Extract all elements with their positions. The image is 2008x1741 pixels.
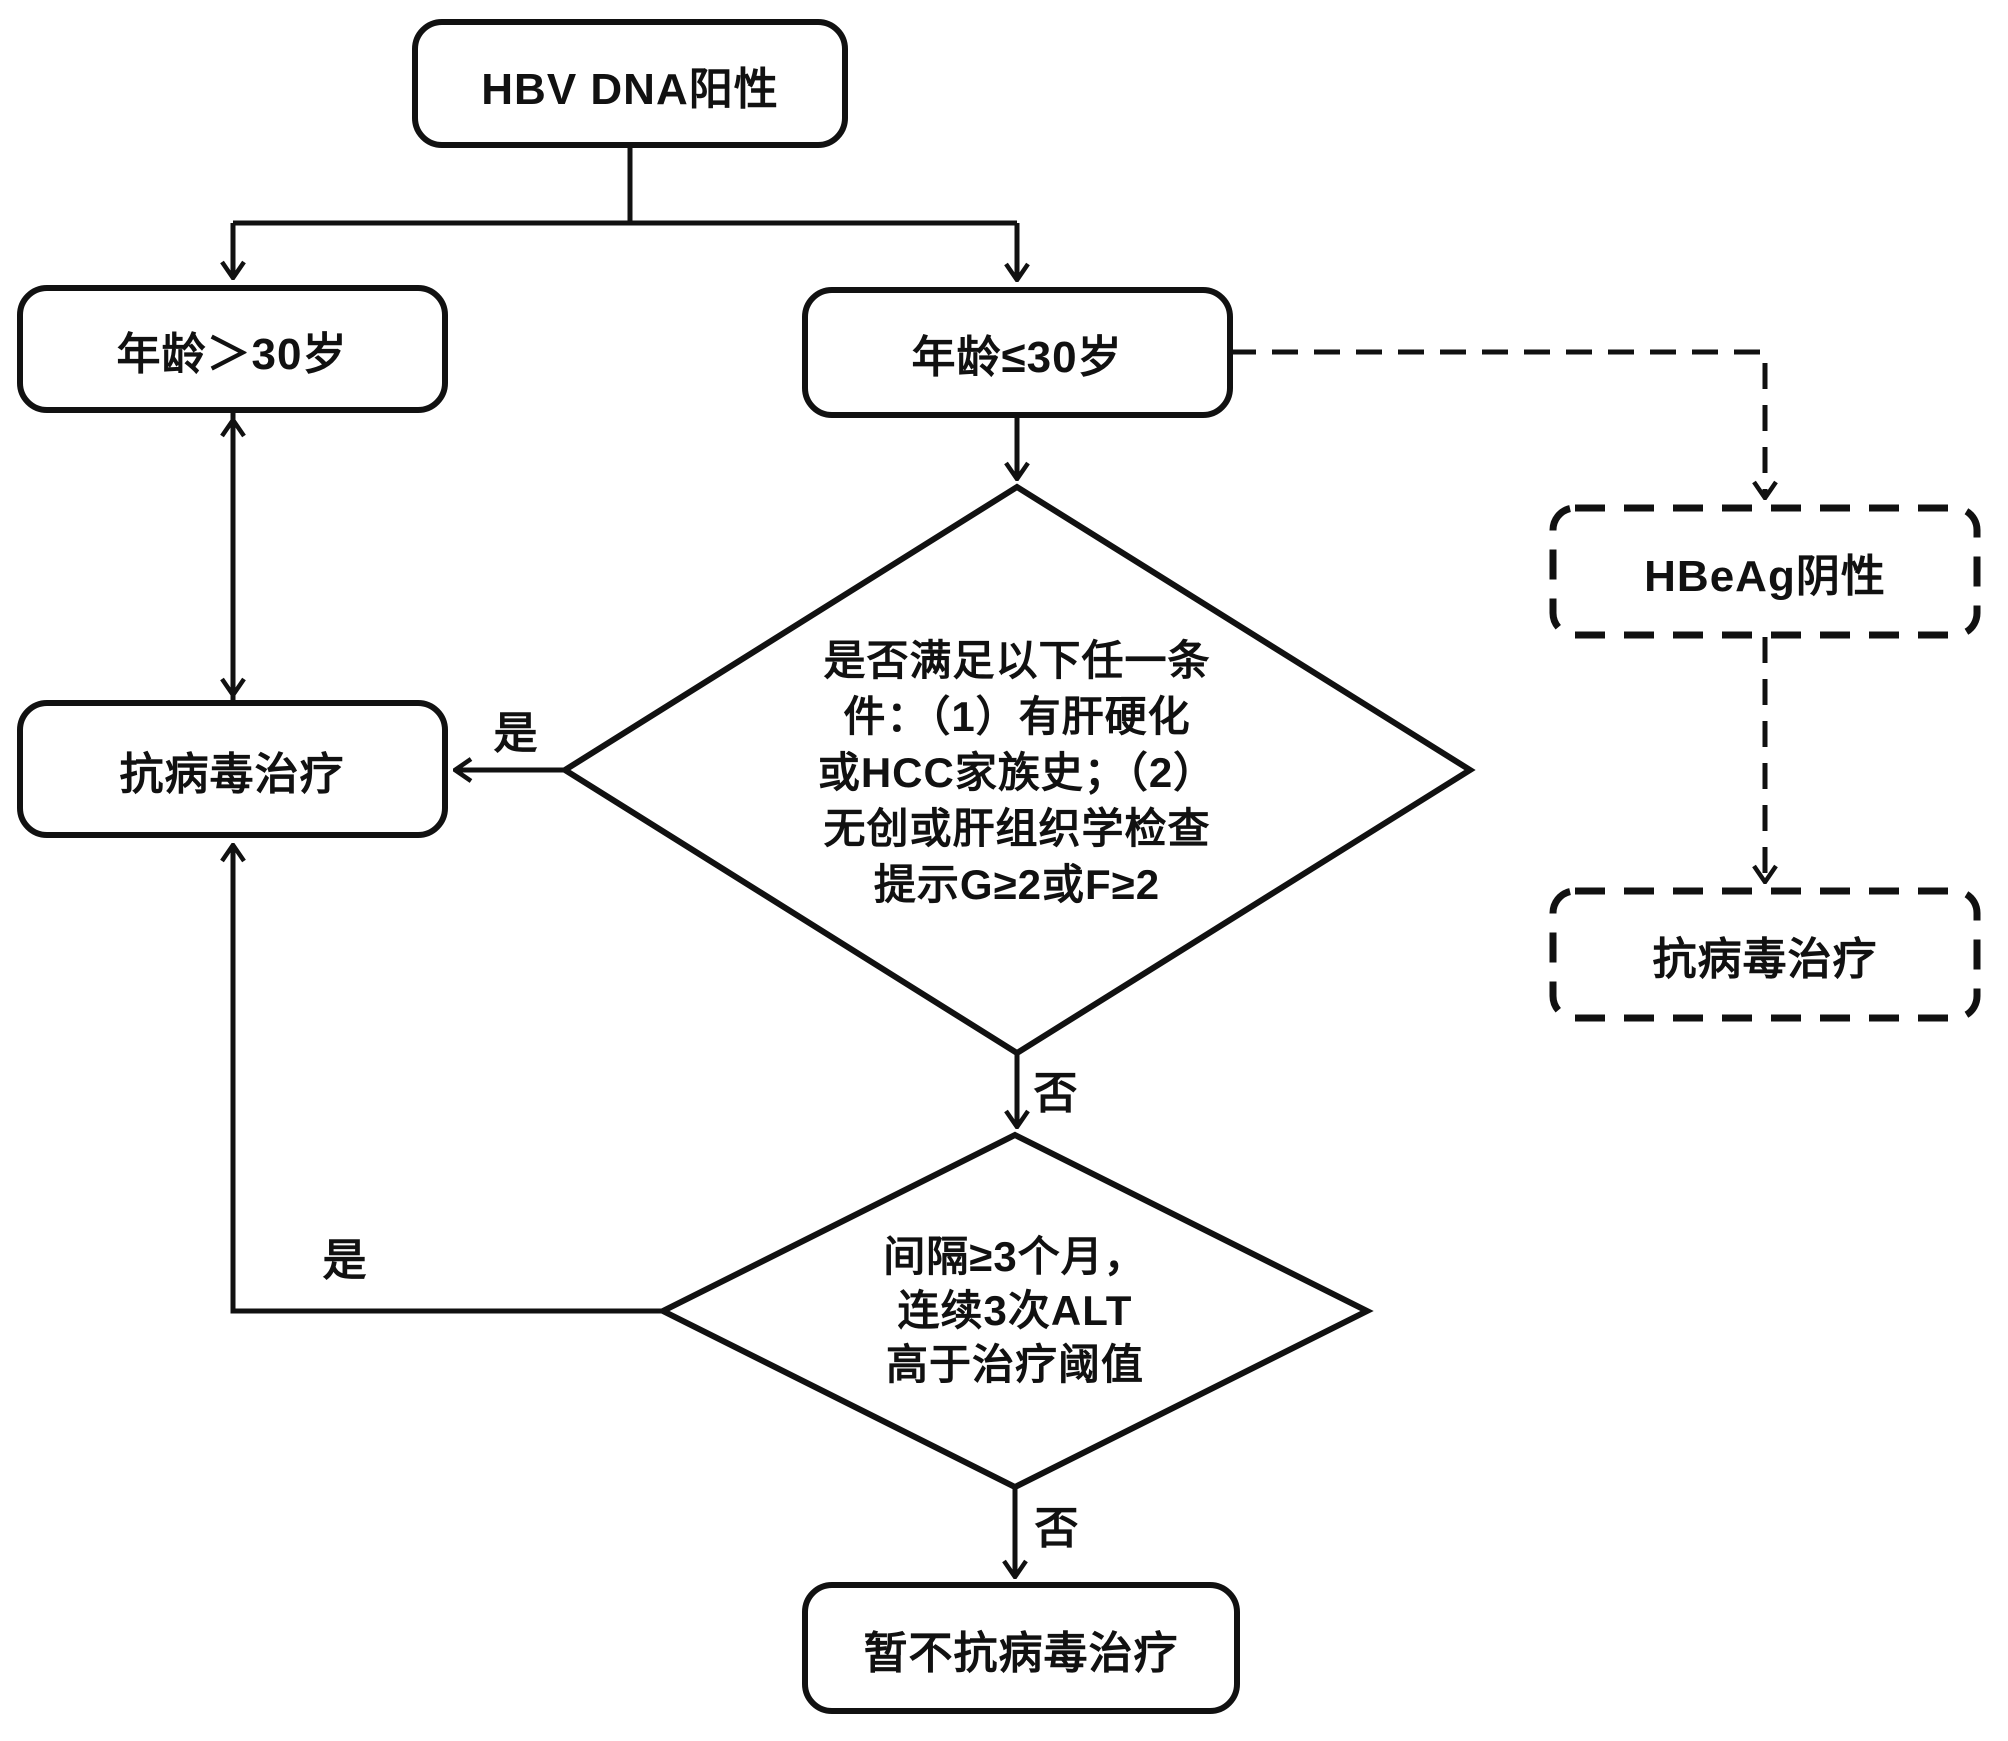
node-age-under-30: 年龄≤30岁 xyxy=(911,333,1123,382)
node-decision-condition: 是否满足以下任一条 件：（1）有肝硬化 或HCC家族史；（2） 无创或肝组织学检… xyxy=(817,637,1217,908)
shape-age-under-30 xyxy=(802,287,1233,418)
node-antiviral-treatment-dashed: 抗病毒治疗 xyxy=(1652,935,1878,984)
dashed-arrow-to-hbeag xyxy=(1230,349,1765,498)
split-line xyxy=(233,145,1017,226)
node-antiviral-treatment: 抗病毒治疗 xyxy=(119,750,345,799)
node-decision-alt: 间隔≥3个月， 连续3次ALT 高于治疗阈值 xyxy=(883,1233,1147,1388)
node-age-over-30: 年龄＞30岁 xyxy=(116,330,348,379)
node-no-antiviral-yet: 暂不抗病毒治疗 xyxy=(863,1629,1179,1678)
shape-hbeag-negative xyxy=(1549,504,1981,639)
edge-label-decision1-yes: 是 xyxy=(493,709,539,758)
shape-no-antiviral-yet xyxy=(802,1582,1240,1714)
edge-label-decision1-no: 否 xyxy=(1033,1069,1079,1118)
shape-age-over-30 xyxy=(17,285,448,413)
shape-decision-condition xyxy=(559,483,1476,1057)
node-hbv-dna-positive: HBV DNA阳性 xyxy=(481,65,779,114)
shape-antiviral-treatment xyxy=(17,700,448,838)
node-shapes xyxy=(17,19,1981,1714)
shape-decision-alt xyxy=(656,1131,1374,1491)
shape-hbv-dna-positive xyxy=(412,19,848,148)
connector-lines xyxy=(233,145,1765,1577)
shape-antiviral-treatment-dashed xyxy=(1549,887,1981,1022)
edge-label-decision2-no: 否 xyxy=(1034,1504,1080,1553)
edge-label-decision2-yes: 是 xyxy=(322,1236,368,1285)
node-hbeag-negative: HBeAg阴性 xyxy=(1644,552,1886,601)
arrow-decision2-yes xyxy=(233,845,663,1314)
